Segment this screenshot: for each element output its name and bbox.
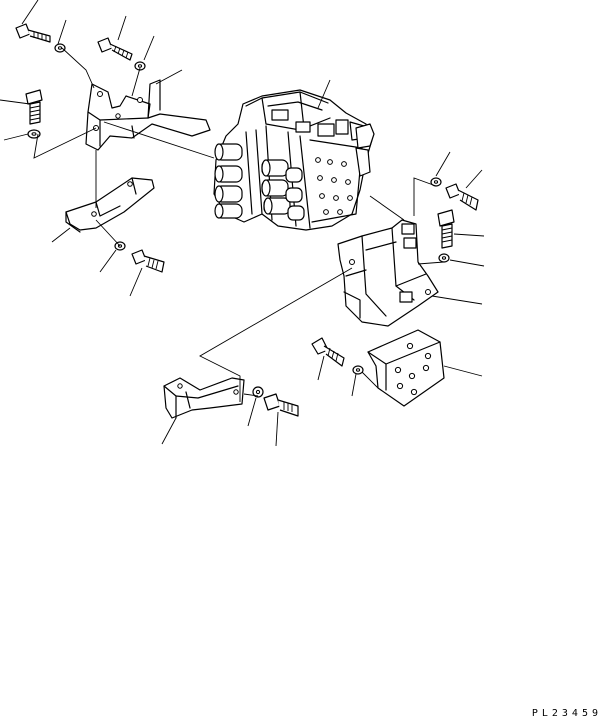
- control-valve-assembly: [213, 89, 375, 231]
- bolt-center-lower: [311, 337, 345, 367]
- bolt-left-vertical: [25, 89, 43, 125]
- plate-code-label: PL23459: [531, 708, 602, 719]
- bolt-lower-left: [131, 249, 165, 273]
- bolt-top-center: [97, 37, 133, 61]
- bolt-bottom: [263, 393, 299, 417]
- bolt-top-left: [15, 23, 51, 43]
- spool-caps-left: [214, 143, 243, 219]
- assembly-lines: [33, 47, 445, 402]
- bolt-right-vertical: [437, 209, 455, 249]
- leader-lines: [0, 0, 485, 447]
- right-cover-plate: [367, 329, 445, 407]
- right-main-bracket: [337, 219, 439, 327]
- lower-left-bracket: [65, 177, 155, 233]
- bolt-right-upper: [445, 183, 479, 211]
- upper-left-bracket: [85, 79, 211, 151]
- spool-caps-middle: [261, 159, 305, 221]
- lower-center-bracket: [163, 377, 245, 419]
